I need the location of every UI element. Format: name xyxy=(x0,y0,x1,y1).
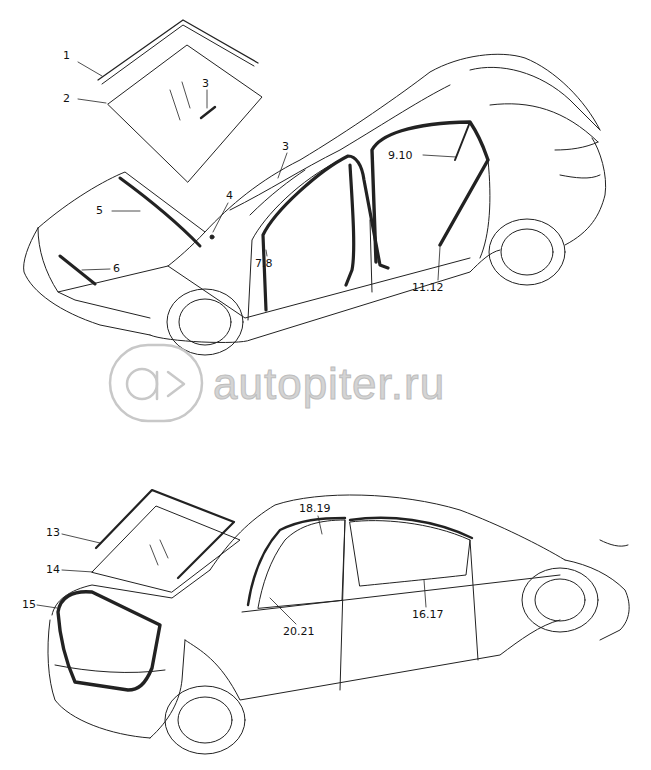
callout-number: 6 xyxy=(113,263,120,274)
callout-number: 13 xyxy=(46,527,60,538)
callout-number: 4 xyxy=(226,190,233,201)
callout-number: 18.19 xyxy=(299,503,331,514)
callout-number: 1 xyxy=(63,50,70,61)
callout-number: 14 xyxy=(46,564,60,575)
callout-number: 3 xyxy=(202,78,209,89)
callout-number: 3 xyxy=(282,141,289,152)
callout-number: 16.17 xyxy=(412,609,444,620)
callout-number: 15 xyxy=(22,599,36,610)
callout-number: 9.10 xyxy=(388,150,413,161)
callout-number: 2 xyxy=(63,93,70,104)
callout-number: 7.8 xyxy=(255,258,273,269)
callout-number: 5 xyxy=(96,205,103,216)
callout-number: 11.12 xyxy=(412,282,444,293)
watermark: autopiter.ru xyxy=(213,362,445,406)
callout-number: 20.21 xyxy=(283,626,315,637)
